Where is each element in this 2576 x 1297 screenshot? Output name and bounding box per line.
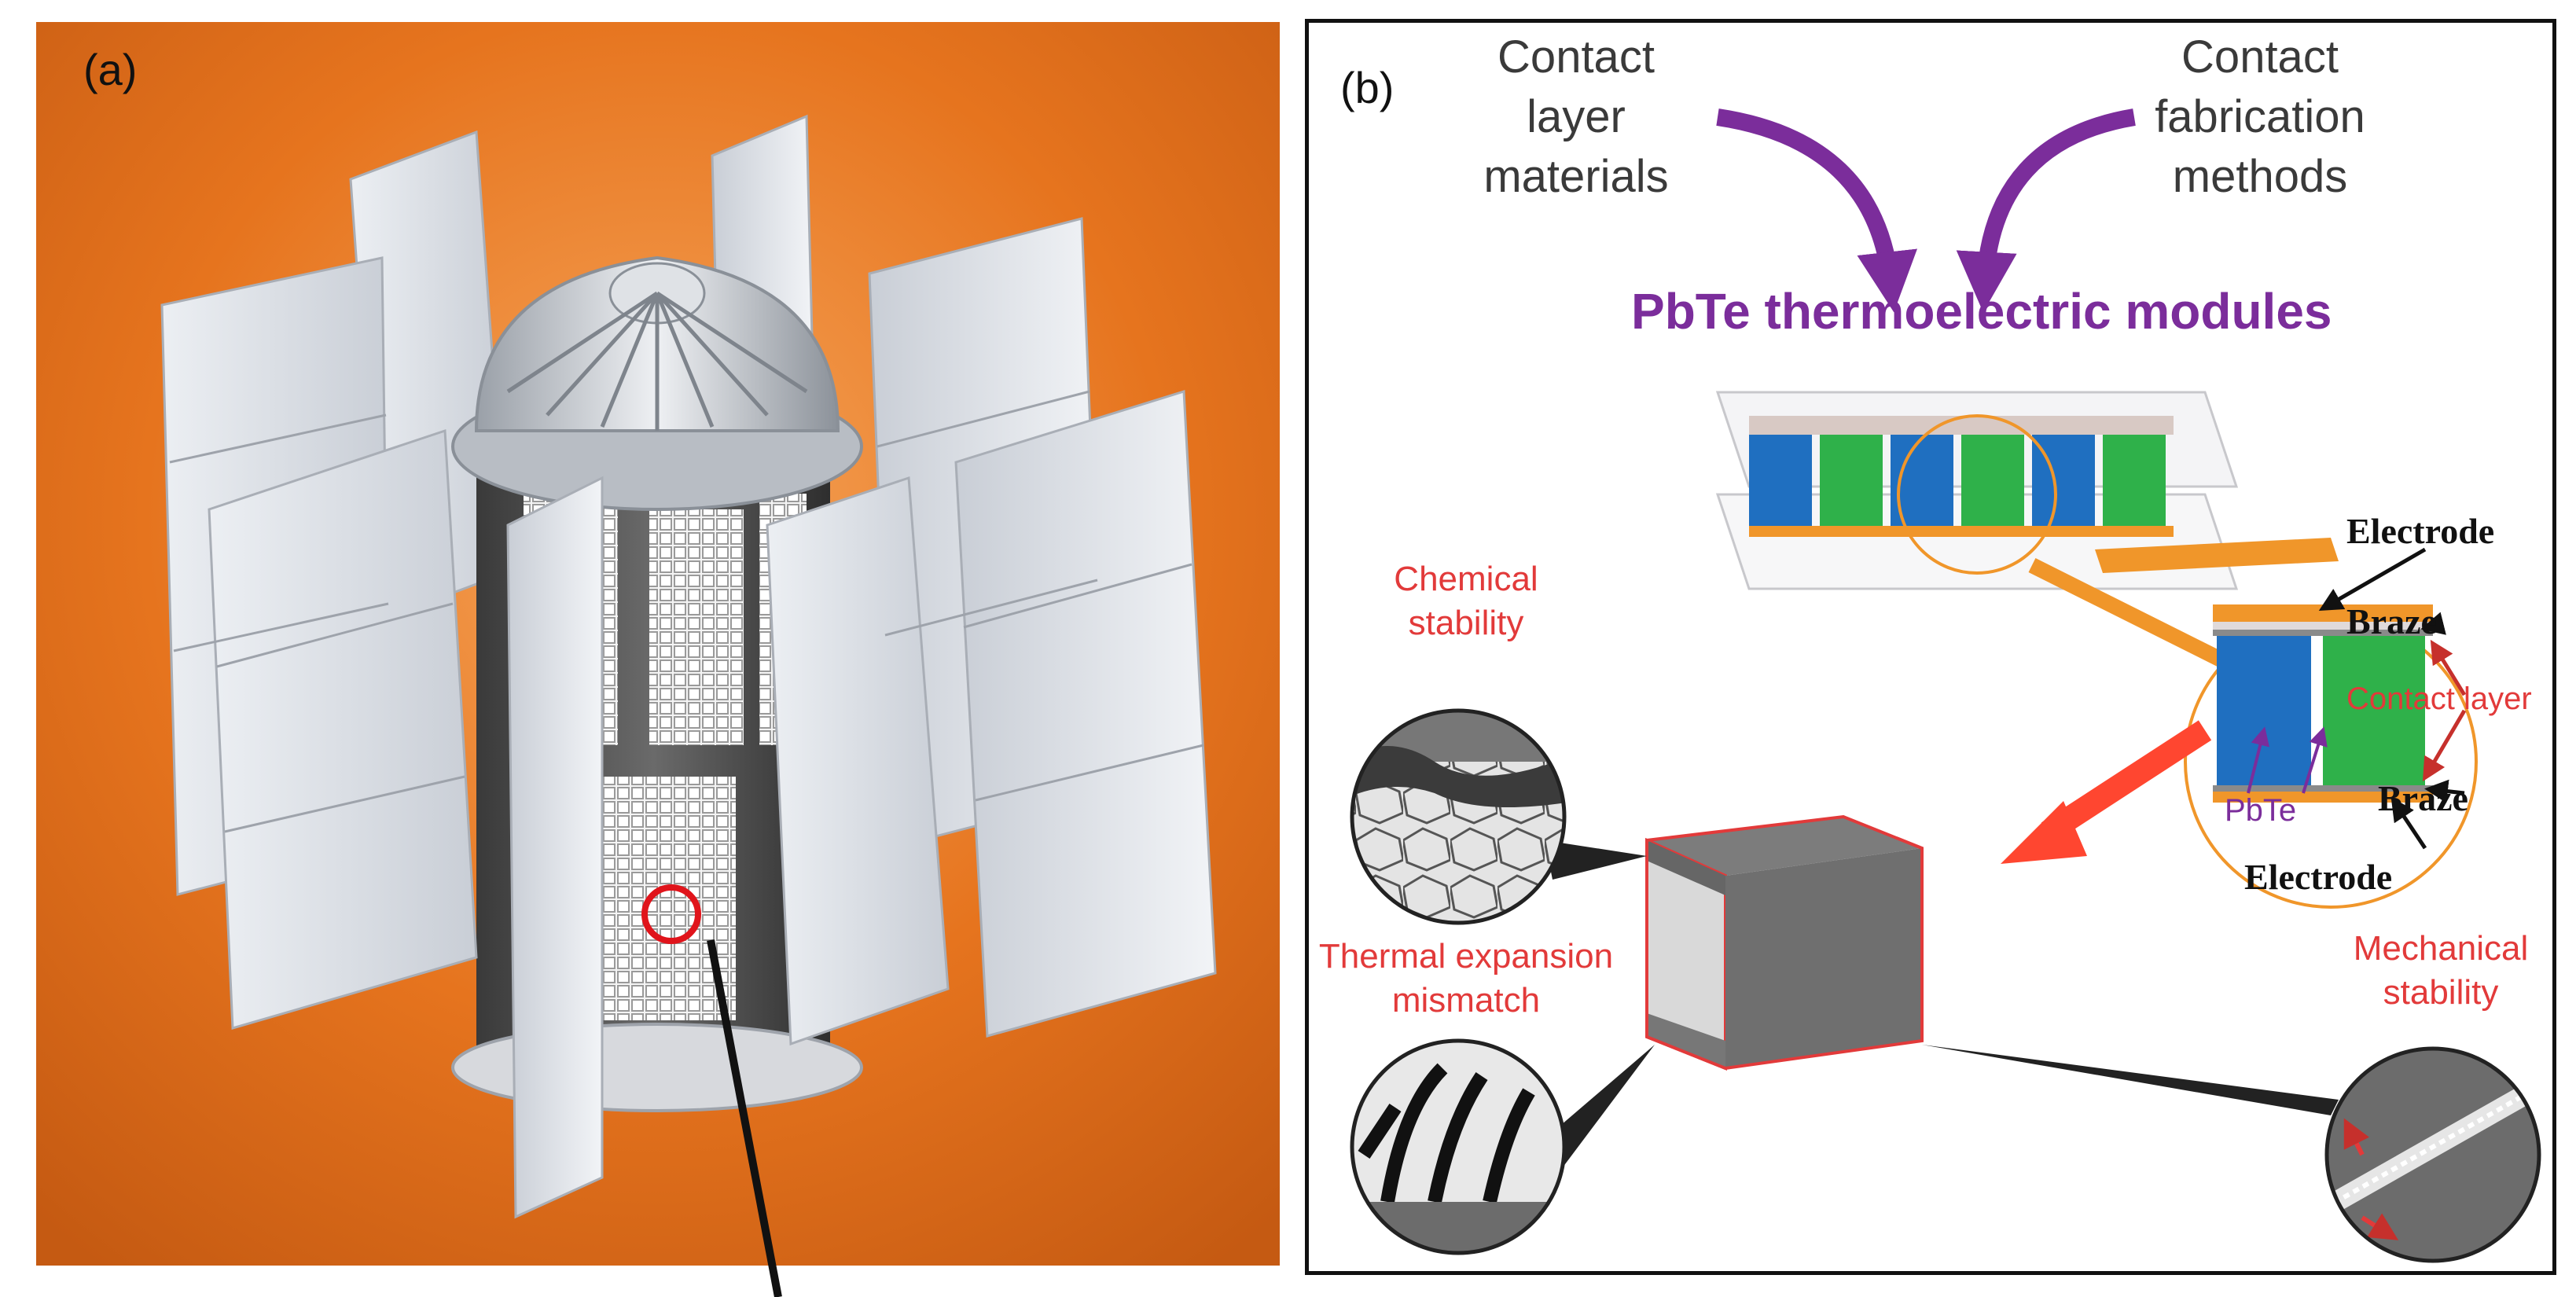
contact-cube	[1645, 814, 1924, 1071]
thermoelectric-grid-lower	[602, 777, 736, 1020]
magnifier-chemical	[1352, 711, 1564, 923]
wedge-chemical	[1545, 840, 1647, 880]
label-braze-top: Braze	[2346, 601, 2437, 641]
label-braze-bottom: Braze	[2378, 778, 2468, 818]
pointer-contact-top	[2430, 639, 2467, 696]
dome-ribs	[506, 291, 808, 431]
fin-front-right	[954, 389, 1217, 1038]
fin-front-center-right	[766, 476, 950, 1046]
zoom-legs	[2213, 604, 2433, 803]
pbte-module	[1715, 391, 2339, 590]
panel-b-graphics	[1350, 108, 2541, 1263]
highlight-circle	[641, 884, 701, 944]
wedge-thermal	[1545, 1045, 1655, 1170]
fin-seams	[169, 390, 1204, 833]
pointer-electrode-top	[2318, 547, 2427, 611]
label-contact-layer-materials: Contact layer materials	[1483, 31, 1669, 202]
arrow-materials	[1716, 108, 1917, 313]
label-contact-fabrication-methods: Contact fabrication methods	[2155, 31, 2365, 202]
big-red-arrow	[2041, 720, 2212, 843]
fin-front-left	[208, 428, 478, 1030]
label-contact-layer: Contact layer	[2346, 682, 2532, 716]
rtg-illustration	[36, 22, 1280, 1266]
pointer-contact-bottom	[2422, 709, 2467, 782]
pointer-electrode-bottom	[2390, 797, 2427, 850]
panel-a: (a)	[36, 22, 1280, 1266]
pointer-pbte-left	[2247, 726, 2269, 794]
panel-b-label: (b)	[1340, 63, 1395, 112]
label-mechanical-stability: Mechanical stability	[2353, 929, 2529, 1012]
fin-front-center-left	[506, 476, 604, 1219]
label-electrode-bottom: Electrode	[2244, 857, 2393, 897]
magnifier-mechanical	[2327, 1049, 2539, 1261]
magnifier-thermal	[1352, 1041, 1564, 1253]
pointer-braze-top	[2420, 612, 2446, 635]
label-electrode-top: Electrode	[2346, 511, 2495, 551]
label-pbte: PbTe	[2225, 793, 2297, 828]
panel-b: (b) Contact layer materials Contact fabr…	[1305, 19, 2556, 1275]
panel-a-label: (a)	[83, 45, 138, 94]
label-chemical-stability: Chemical stability	[1394, 560, 1538, 642]
pointer-braze-bottom	[2424, 779, 2465, 803]
zoom-arrow	[2028, 558, 2256, 682]
arrow-fabrication	[1956, 108, 2136, 313]
thermoelectric-grid-center	[649, 509, 744, 745]
label-thermal-expansion: Thermal expansion mismatch	[1318, 937, 1614, 1020]
module-title: PbTe thermoelectric modules	[1631, 283, 2332, 340]
pointer-pbte-right	[2302, 726, 2328, 794]
